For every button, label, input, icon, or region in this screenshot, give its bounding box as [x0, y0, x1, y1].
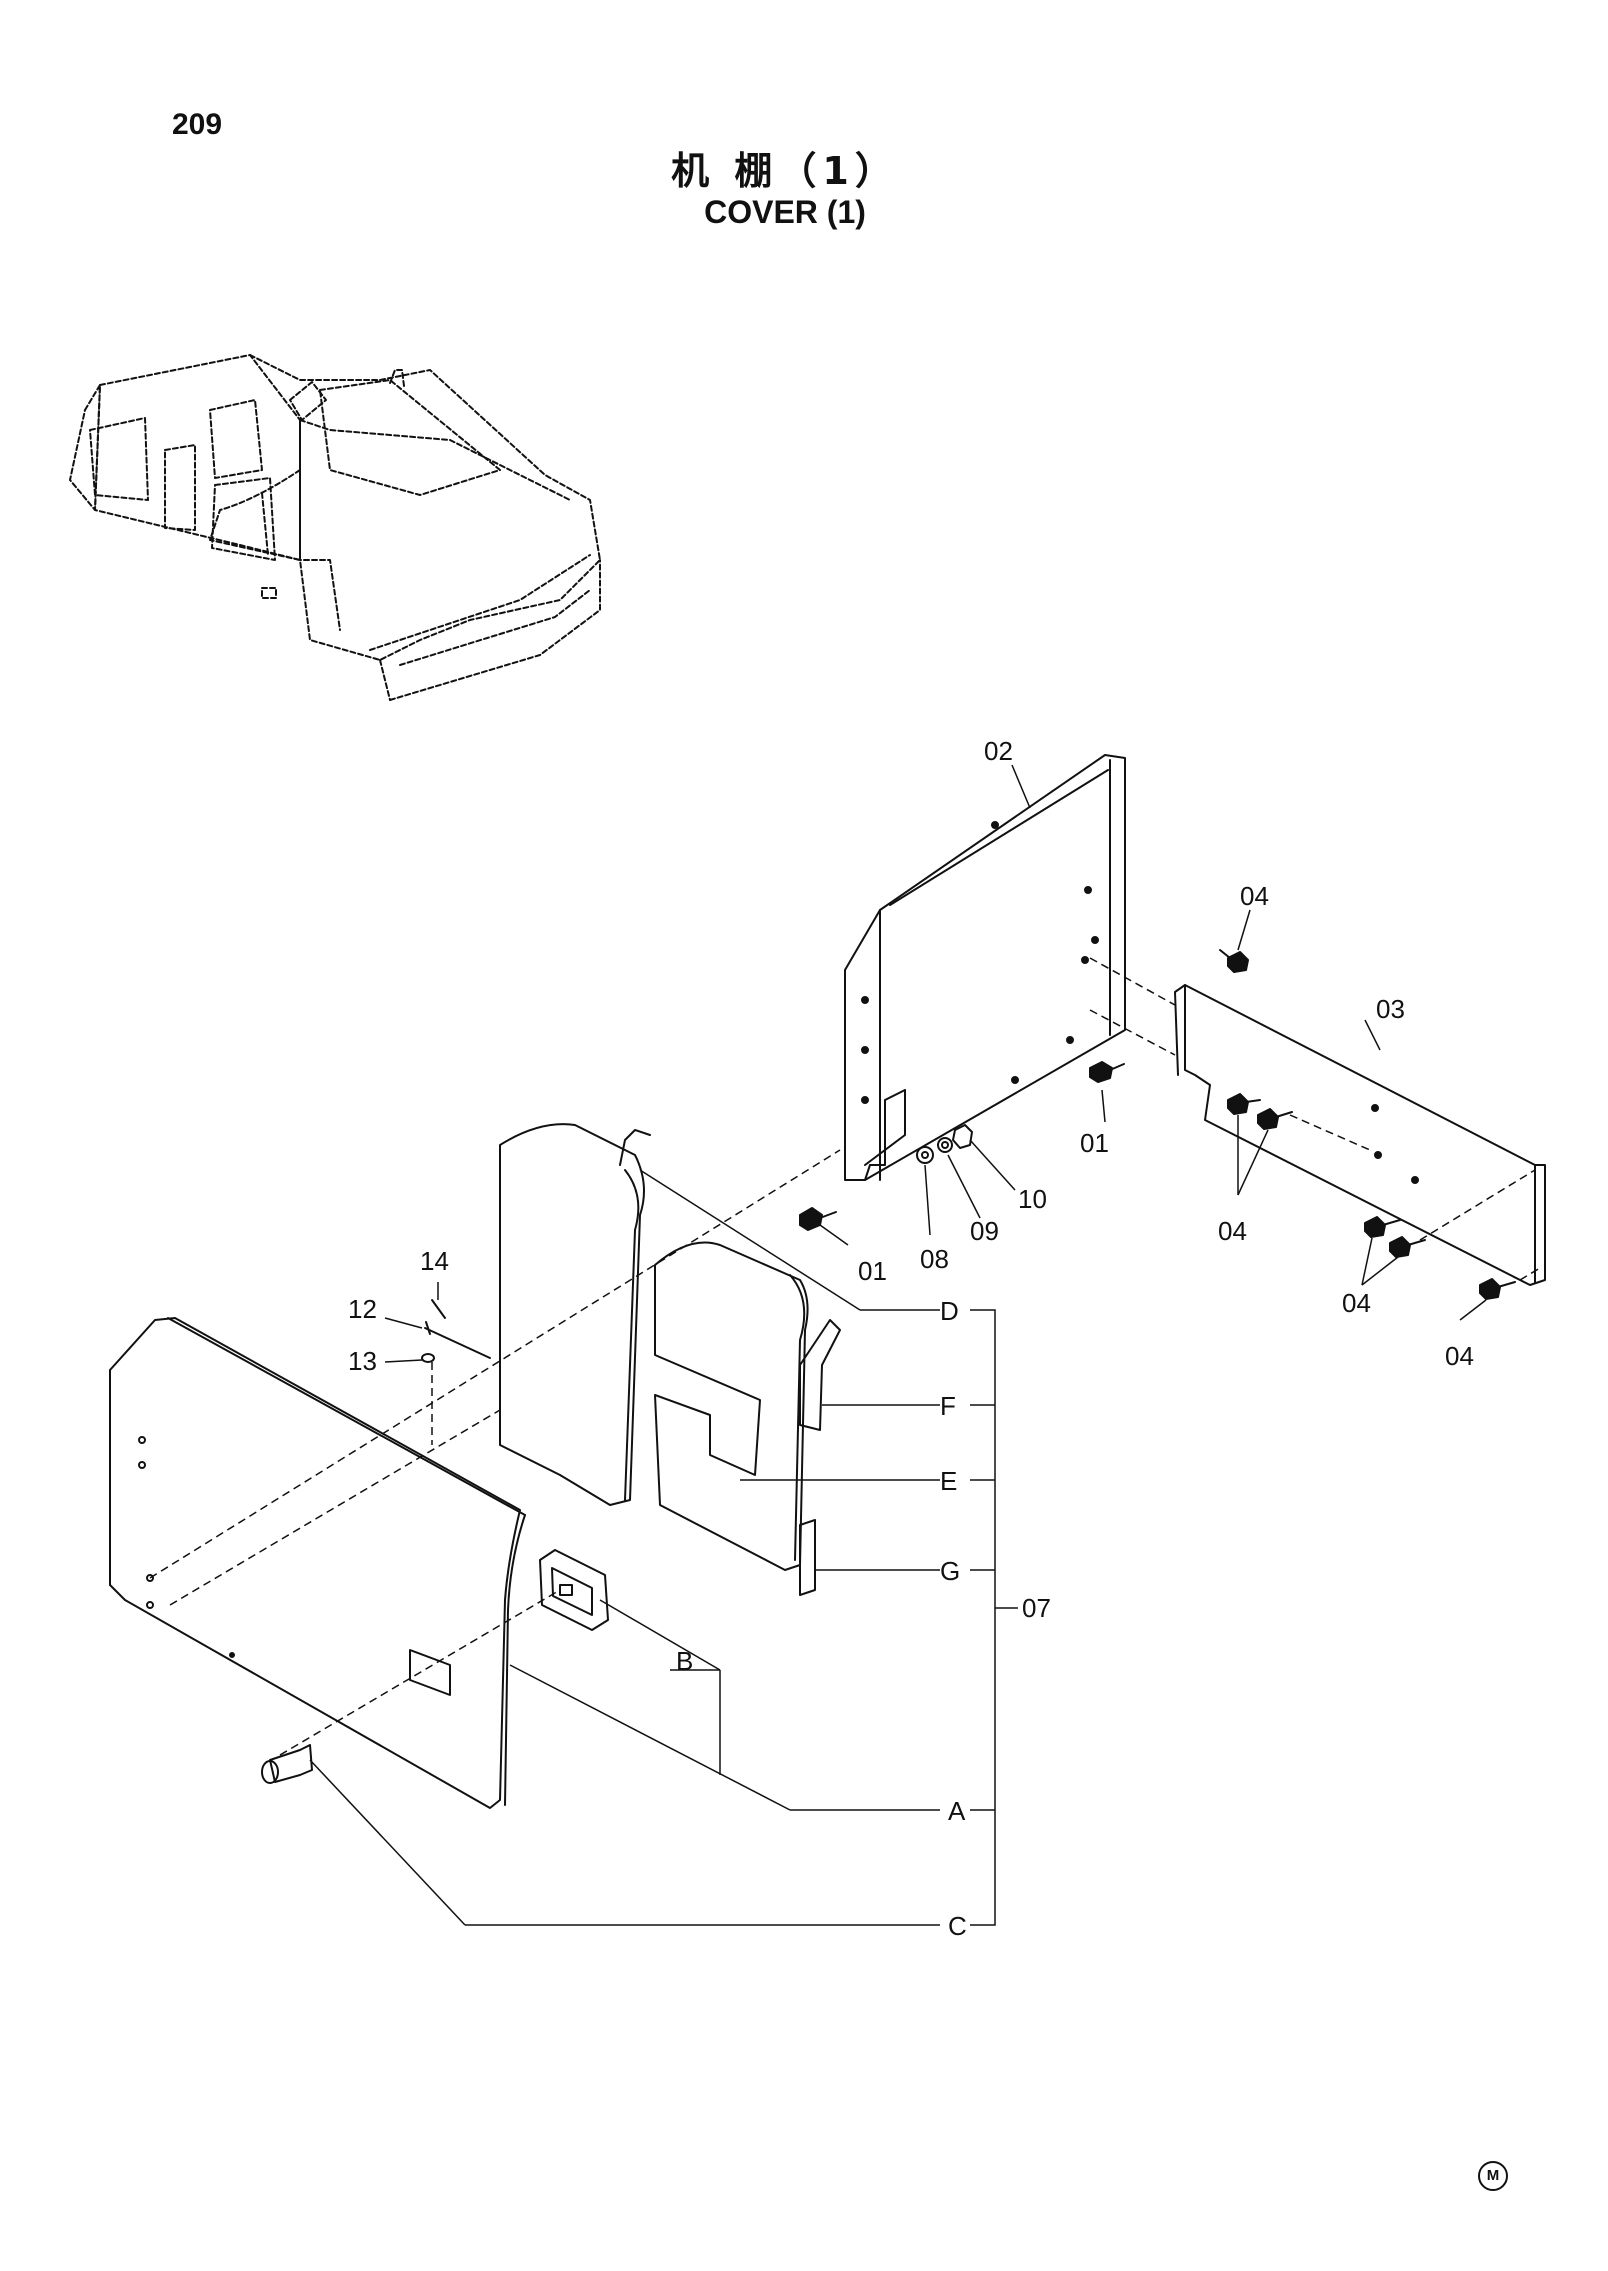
rod-14 [431, 1299, 446, 1319]
nut-10 [952, 1124, 973, 1149]
callout-03: 03 [1376, 994, 1405, 1024]
door-A [109, 1317, 526, 1809]
callout-12: 12 [348, 1294, 377, 1324]
callout-10: 10 [1018, 1184, 1047, 1214]
liner-G [799, 1519, 816, 1596]
callout-04: 04 [1240, 881, 1269, 911]
washer-09 [937, 1137, 953, 1153]
lock-B [539, 1549, 609, 1631]
callout-01: 01 [1080, 1128, 1109, 1158]
sub-item-F: F [940, 1391, 956, 1421]
washer-13 [421, 1353, 435, 1363]
bolts [799, 949, 1516, 1300]
sub-item-D: D [940, 1296, 959, 1326]
excavator-thumbnail [69, 354, 601, 701]
page-number: 209 [172, 108, 223, 141]
bolt-12 [424, 1321, 491, 1359]
side-plate-03 [1174, 984, 1546, 1286]
title-chinese: 机 棚（1） [671, 149, 899, 193]
leader-lines [309, 764, 1487, 1926]
callout-02: 02 [984, 736, 1013, 766]
sub-item-E: E [940, 1466, 957, 1496]
liner-F [799, 1319, 841, 1431]
liner-E [654, 1241, 809, 1571]
callout-09: 09 [970, 1216, 999, 1246]
assembly-lines [149, 957, 1541, 1756]
callout-04: 04 [1342, 1288, 1371, 1318]
callout-07: 07 [1022, 1593, 1051, 1623]
callout-08: 08 [920, 1244, 949, 1274]
callout-01: 01 [858, 1256, 887, 1286]
sub-item-G: G [940, 1556, 960, 1586]
title-english: COVER (1) [704, 194, 866, 230]
washer-08 [916, 1146, 934, 1164]
liner-D [499, 1123, 651, 1506]
frame-panel-02 [844, 754, 1126, 1181]
sub-item-A: A [948, 1796, 966, 1826]
callout-04: 04 [1218, 1216, 1247, 1246]
manufacturer-mark: M [1478, 2161, 1508, 2191]
sub-item-B: B [676, 1646, 693, 1676]
sub-item-C: C [948, 1911, 967, 1941]
callout-14: 14 [420, 1246, 449, 1276]
handle-C [261, 1744, 313, 1784]
callout-04: 04 [1445, 1341, 1474, 1371]
callout-13: 13 [348, 1346, 377, 1376]
callout-labels: 02 04 03 01 01 08 09 10 04 04 04 14 12 1… [348, 736, 1474, 1941]
